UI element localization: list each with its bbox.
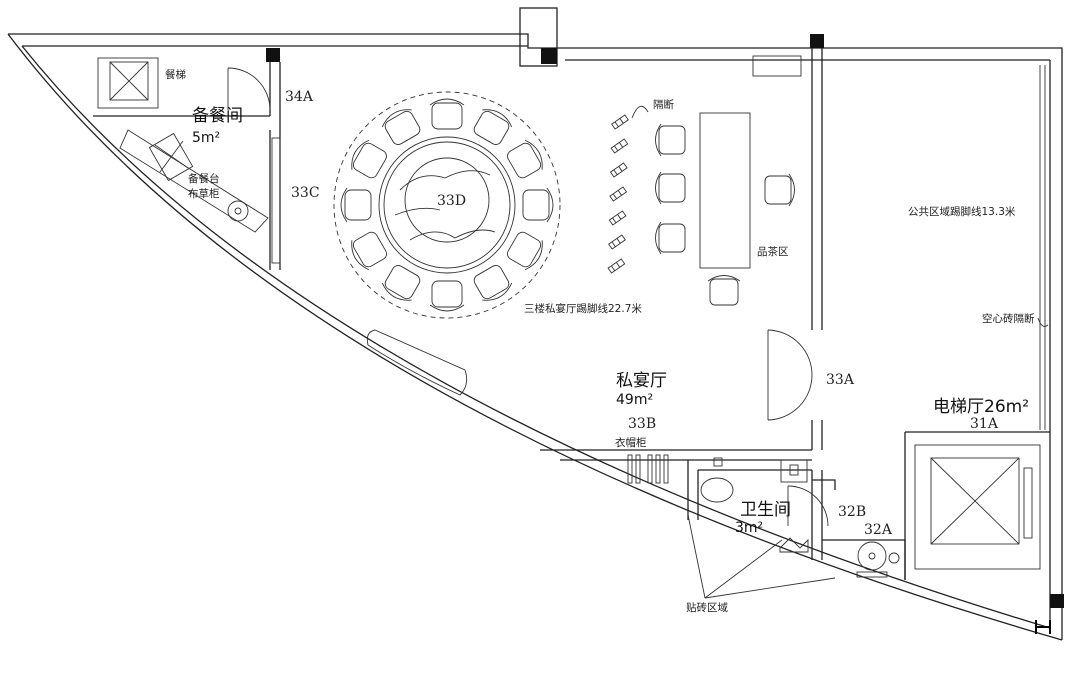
private-room-name: 私宴厅 xyxy=(616,371,667,391)
partition-marker xyxy=(608,234,626,250)
elevator-room-name: 电梯厅26m² xyxy=(933,397,1029,417)
tea-chair xyxy=(655,171,686,205)
dining-chair xyxy=(351,139,387,179)
partition-screen xyxy=(607,114,629,274)
baseboard-private-label: 三楼私宴厅踢脚线22.7米 xyxy=(524,302,642,315)
hollow-brick-partition xyxy=(1039,65,1046,430)
leader-line xyxy=(631,105,649,119)
partition-label: 隔断 xyxy=(653,98,674,111)
tile-area-label: 贴砖区域 xyxy=(686,601,728,614)
partition-marker xyxy=(607,258,626,274)
partition-marker xyxy=(609,186,628,202)
leader-line xyxy=(1037,317,1049,327)
washbasin xyxy=(822,539,906,580)
code-32a: 32A xyxy=(864,522,893,538)
tea-chair xyxy=(707,275,741,306)
door-swing xyxy=(227,67,271,111)
code-32b: 32B xyxy=(838,504,866,520)
counter-label-2: 布草柜 xyxy=(188,187,220,200)
partition-marker xyxy=(608,210,627,226)
wardrobe-label: 衣帽柜 xyxy=(615,436,647,449)
dining-chairs xyxy=(340,98,554,312)
code-31a: 31A xyxy=(970,416,999,432)
elevator-shaft xyxy=(904,431,1050,580)
code-34a: 34A xyxy=(285,89,314,105)
column xyxy=(541,48,557,64)
vent-box xyxy=(752,55,802,77)
outer-walls xyxy=(7,33,1063,641)
dining-chair xyxy=(473,265,513,301)
dining-chair xyxy=(473,109,513,145)
dining-chair xyxy=(340,187,372,223)
code-33c: 33C xyxy=(291,185,320,201)
dining-chair xyxy=(507,139,543,179)
toilet-name: 卫生间 xyxy=(740,500,791,520)
round-dining-table xyxy=(333,91,561,319)
column xyxy=(810,34,824,48)
h-symbol xyxy=(1035,620,1051,634)
dining-chair xyxy=(507,231,543,271)
tile-area-leaders xyxy=(687,514,836,599)
counter-label-1: 备餐台 xyxy=(188,172,220,185)
duct-box xyxy=(519,7,558,67)
hollow-brick-label: 空心砖隔断 xyxy=(982,312,1035,325)
dining-chair xyxy=(381,109,421,145)
tea-chair xyxy=(655,221,686,255)
dining-chair xyxy=(429,280,465,312)
toilet-fixtures xyxy=(700,457,809,553)
service-room-area: 5m² xyxy=(192,130,220,146)
dining-chair xyxy=(381,265,421,301)
baseboard-public-label: 公共区域踢脚线13.3米 xyxy=(908,205,1016,218)
wardrobe-wall xyxy=(540,449,812,484)
double-door xyxy=(767,329,813,421)
middle-wall xyxy=(811,48,823,450)
toilet-walls xyxy=(687,460,836,560)
column xyxy=(266,48,280,62)
service-counter xyxy=(119,129,269,233)
private-room-area: 49m² xyxy=(616,392,653,408)
column xyxy=(1050,594,1064,608)
code-33d: 33D xyxy=(437,193,466,209)
tea-chair xyxy=(764,173,795,207)
code-33a: 33A xyxy=(826,372,855,388)
tea-chair xyxy=(655,123,686,157)
dining-chair xyxy=(429,98,465,130)
dumbwaiter xyxy=(97,57,159,109)
code-33b: 33B xyxy=(628,416,656,432)
service-room-walls xyxy=(93,62,281,270)
tea-chairs xyxy=(655,123,795,306)
dumbwaiter-label: 餐梯 xyxy=(165,68,186,81)
toilet-door xyxy=(787,485,829,527)
tea-area-label: 品茶区 xyxy=(757,245,789,258)
curved-sofa xyxy=(366,329,468,396)
partition-marker xyxy=(611,114,629,130)
service-room-name: 备餐间 xyxy=(192,106,243,126)
tea-table xyxy=(699,112,751,269)
toilet-area: 3m² xyxy=(735,520,763,536)
dining-chair xyxy=(522,187,554,223)
partition-marker xyxy=(610,138,629,154)
partition-marker xyxy=(609,162,628,178)
dining-chair xyxy=(351,231,387,271)
